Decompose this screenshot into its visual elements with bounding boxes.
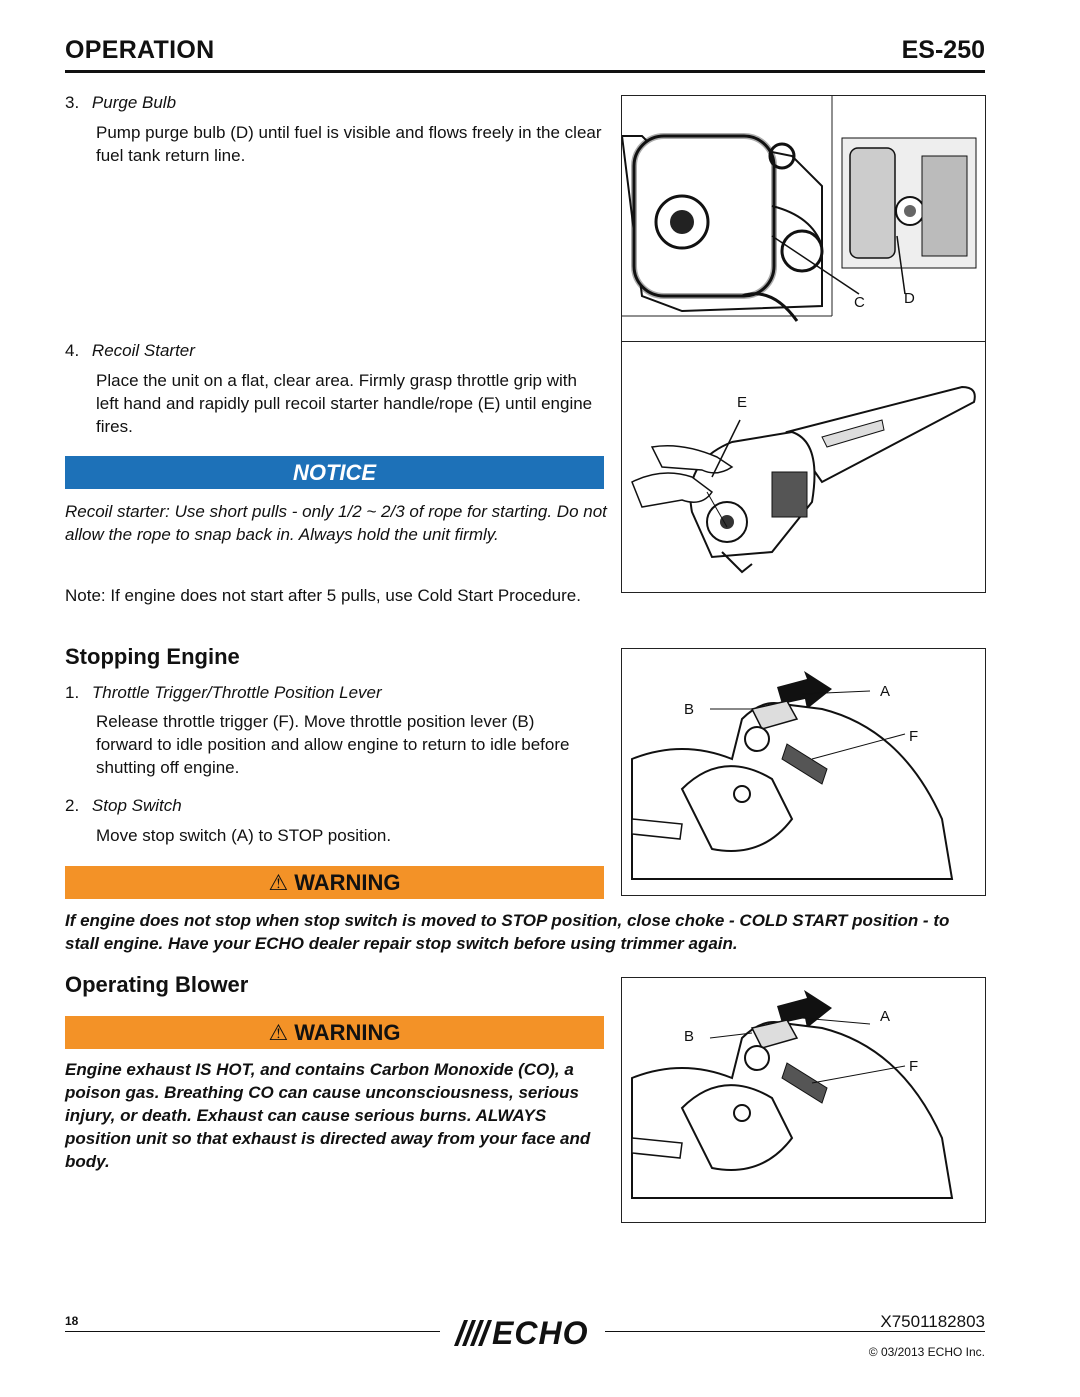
warning-banner-exhaust: ⚠ WARNING	[65, 1016, 604, 1049]
part-number: X7501182803	[880, 1312, 985, 1331]
callout-c: C	[854, 294, 865, 311]
footer-rule-left	[65, 1331, 440, 1332]
figure-operating-blower: A B F	[621, 977, 986, 1223]
echo-logo-text: ECHO	[492, 1315, 589, 1351]
section-title: OPERATION	[65, 36, 215, 64]
figure-purge-bulb: C D	[620, 95, 986, 343]
recoil-step-text: Place the unit on a flat, clear area. Fi…	[96, 371, 593, 436]
warning-label: WARNING	[294, 1019, 401, 1045]
throttle-step-title: Throttle Trigger/Throttle Position Lever	[91, 683, 382, 702]
page-number: 18	[65, 1314, 79, 1328]
callout-b: B	[684, 1028, 695, 1045]
purge-step-text: Pump purge bulb (D) until fuel is visibl…	[96, 123, 602, 165]
stopping-engine-heading: Stopping Engine	[65, 644, 240, 669]
purge-step-number: 3.	[65, 93, 80, 112]
callout-f: F	[909, 728, 919, 745]
recoil-step-heading: 4. Recoil Starter	[65, 341, 195, 361]
recoil-starter-illustration	[631, 385, 976, 574]
warning-banner-stop: ⚠ WARNING	[65, 866, 604, 899]
stop-switch-step-heading: 2. Stop Switch	[65, 796, 182, 816]
callout-a: A	[880, 683, 891, 700]
operating-blower-heading: Operating Blower	[65, 972, 249, 997]
note-prefix: Note:	[65, 586, 106, 605]
throttle-step-number: 1.	[65, 683, 80, 702]
echo-logo: ECHO	[450, 1316, 602, 1350]
note-text: If engine does not start after 5 pulls, …	[110, 586, 581, 605]
notice-banner: NOTICE	[65, 456, 604, 489]
stop-switch-step-text: Move stop switch (A) to STOP position.	[96, 826, 392, 845]
figure-recoil-starter: E	[621, 341, 986, 593]
purge-step-heading: 3. Purge Bulb	[65, 93, 176, 113]
recoil-step-title: Recoil Starter	[91, 341, 195, 360]
callout-b: B	[684, 701, 695, 718]
callout-e: E	[737, 394, 748, 411]
note: Note: If engine does not start after 5 p…	[65, 584, 585, 607]
callout-d: D	[904, 290, 915, 307]
header-divider	[65, 70, 985, 73]
copyright: © 03/2013 ECHO Inc.	[868, 1345, 985, 1359]
model-number: ES-250	[901, 36, 985, 64]
warning-label: WARNING	[294, 869, 401, 895]
warning-icon: ⚠	[268, 1019, 289, 1045]
notice-text: Recoil starter: Use short pulls - only 1…	[65, 502, 607, 544]
stop-switch-step-title: Stop Switch	[91, 796, 182, 815]
callout-a: A	[880, 1008, 891, 1025]
throttle-step-text: Release throttle trigger (F). Move throt…	[96, 712, 570, 777]
warning-text-exhaust: Engine exhaust IS HOT, and contains Carb…	[65, 1060, 591, 1171]
warning-text-stop: If engine does not stop when stop switch…	[65, 911, 950, 953]
purge-bulb-illustration	[620, 96, 977, 322]
recoil-step-number: 4.	[65, 341, 80, 360]
stop-switch-step-number: 2.	[65, 796, 80, 815]
warning-icon: ⚠	[268, 869, 289, 895]
stop-switch-illustration	[631, 671, 954, 880]
purge-step-title: Purge Bulb	[91, 93, 177, 112]
throttle-step-heading: 1. Throttle Trigger/Throttle Position Le…	[65, 683, 382, 703]
callout-f: F	[909, 1058, 919, 1075]
footer-rule-right	[605, 1331, 985, 1332]
operating-blower-illustration	[631, 990, 954, 1199]
echo-logo-stripes-icon	[454, 1320, 492, 1346]
figure-stop-switch: A B F	[621, 648, 986, 896]
